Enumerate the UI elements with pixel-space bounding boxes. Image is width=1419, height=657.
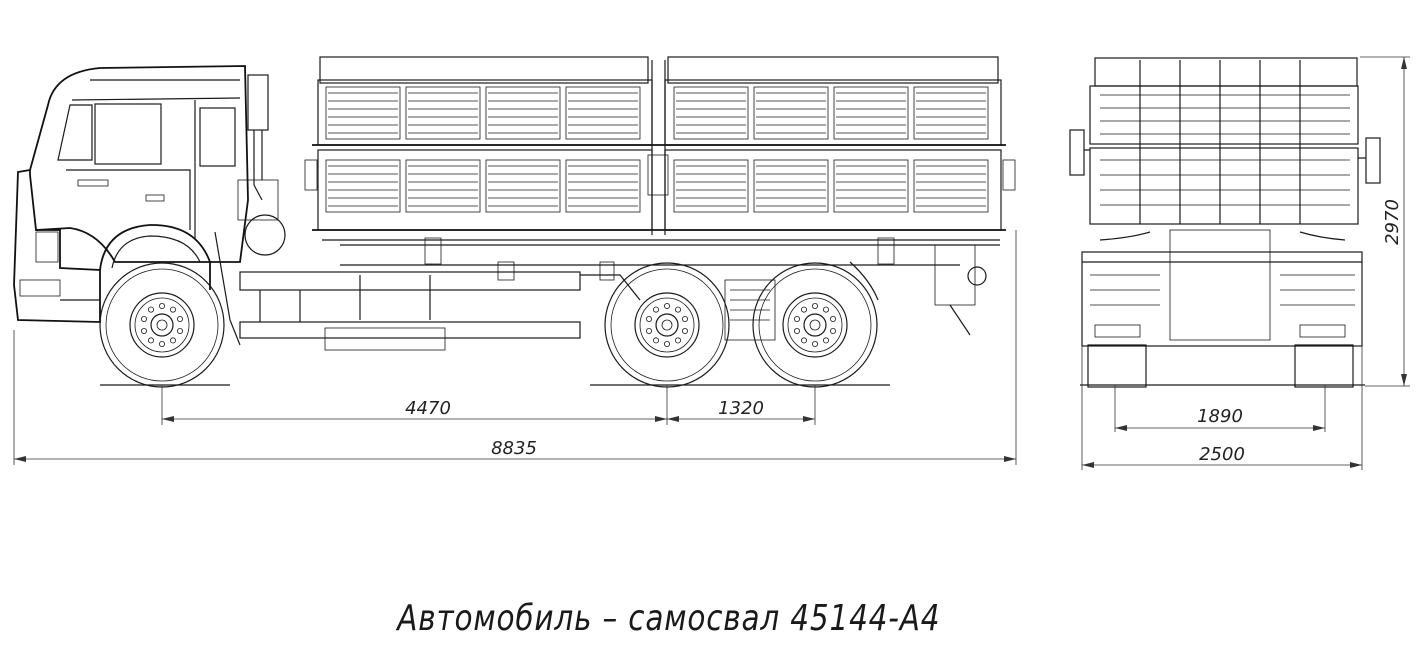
drawing-caption: Автомобиль – самосвал 45144-А4 [397,598,941,639]
dim-wheelbase-rear: 1320 [718,398,764,419]
side-view [13,56,1016,388]
front-wheel [99,262,225,388]
dimension-lines: 4470 1320 8835 1890 2500 2970 [13,56,1410,470]
cargo-body [304,56,1016,241]
dim-overall-length: 8835 [491,438,537,459]
dim-wheelbase-front: 4470 [405,398,451,419]
dim-track: 1890 [1197,406,1243,427]
chassis [239,237,1000,351]
dim-overall-width: 2500 [1199,444,1245,465]
rear-view [1069,57,1381,388]
rear-wheel-1 [604,262,730,388]
cab [13,65,286,346]
dim-overall-height: 2970 [1382,199,1403,245]
rear-wheel-2 [752,262,878,388]
